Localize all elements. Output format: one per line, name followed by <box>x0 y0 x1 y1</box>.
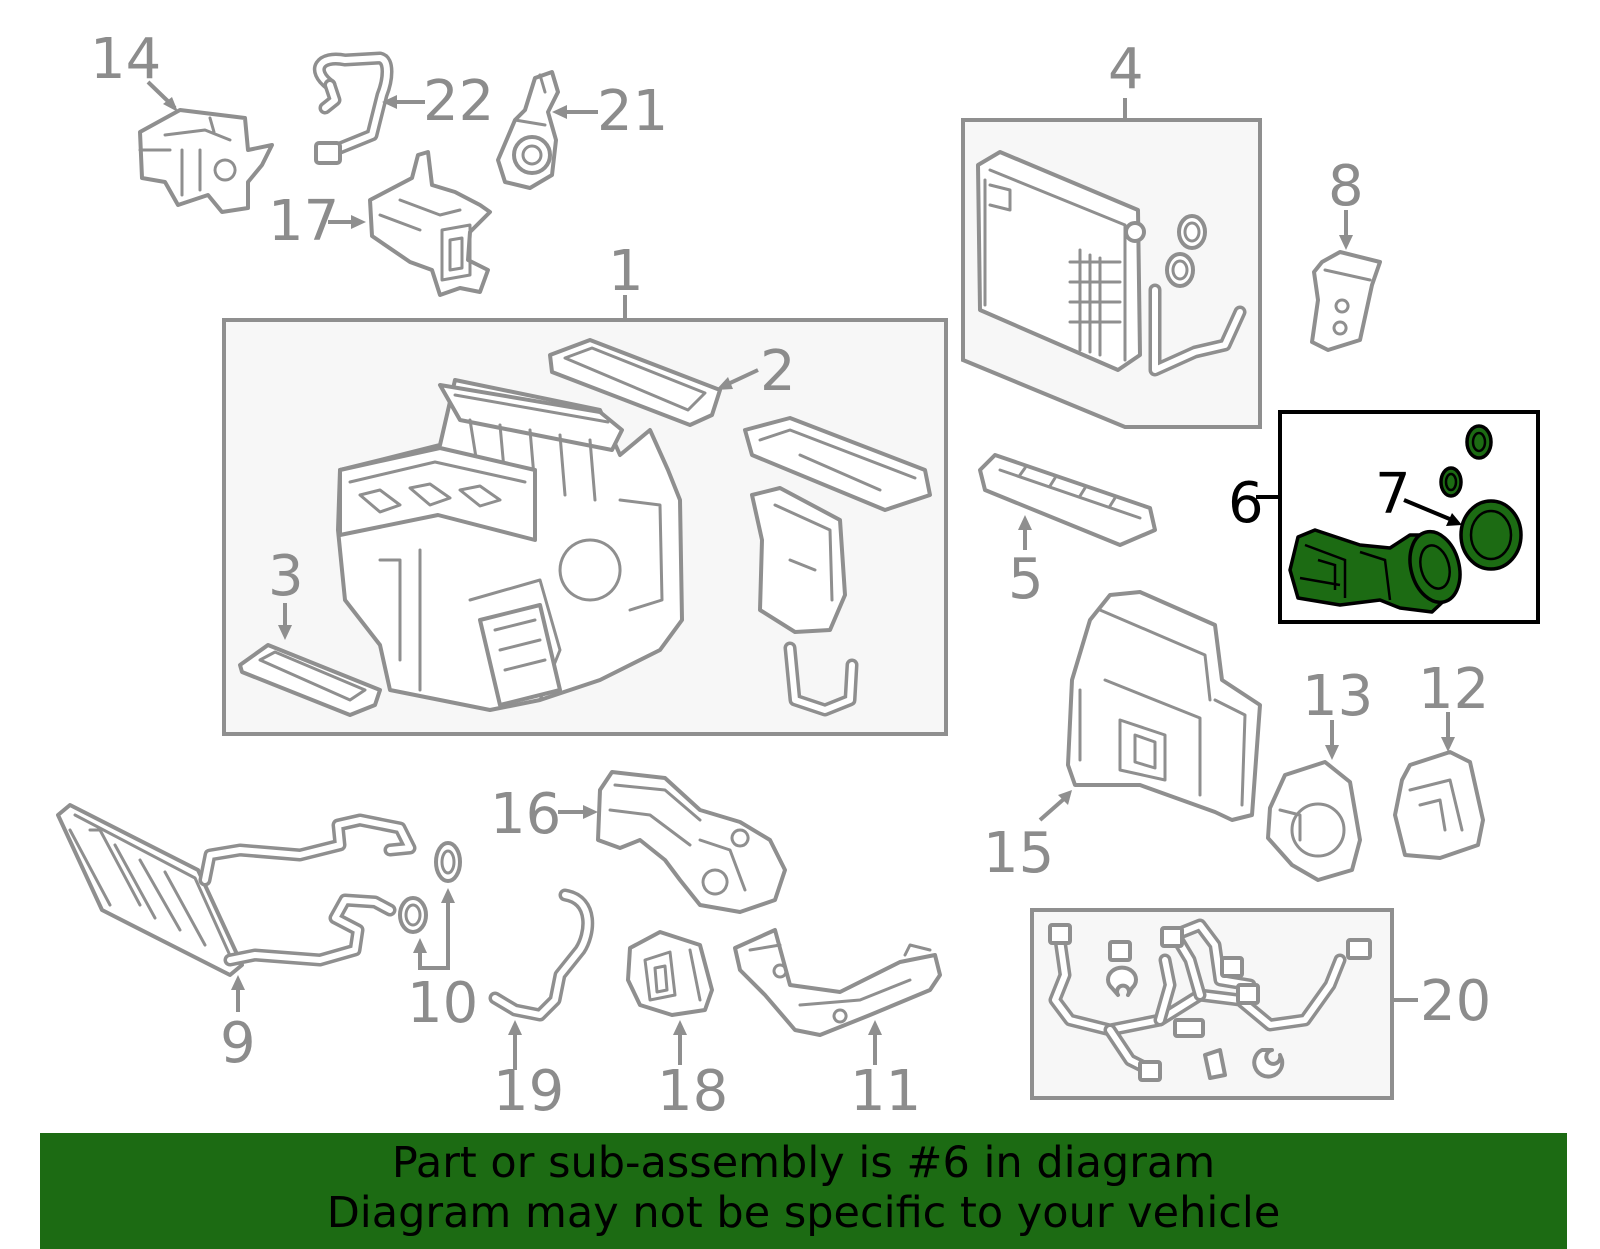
part-4-evaporator[interactable] <box>976 150 1146 372</box>
callout-6[interactable]: 6 <box>1228 471 1264 536</box>
callout-12[interactable]: 12 <box>1418 657 1489 722</box>
callout-15[interactable]: 15 <box>983 821 1054 886</box>
callout-21[interactable]: 21 <box>597 79 668 144</box>
part-1-hvac-case[interactable] <box>336 378 684 712</box>
callout-2[interactable]: 2 <box>760 339 796 404</box>
part-6-expansion-valve[interactable] <box>1288 526 1467 614</box>
part-5-cover[interactable] <box>978 453 1157 547</box>
part-8-sensor[interactable] <box>1310 250 1382 352</box>
callout-10[interactable]: 10 <box>407 971 478 1036</box>
part-2-filter-cover[interactable] <box>548 338 722 427</box>
callout-8[interactable]: 8 <box>1328 154 1364 219</box>
part-15-blower-case[interactable] <box>1066 590 1262 822</box>
callout-18[interactable]: 18 <box>657 1059 728 1124</box>
part-18-resistor[interactable] <box>626 930 714 1017</box>
part-4-o-rings[interactable] <box>1165 214 1207 288</box>
part-12-actuator[interactable] <box>1393 750 1485 860</box>
callout-17[interactable]: 17 <box>268 189 339 254</box>
part-1-case-cover[interactable] <box>743 416 932 512</box>
part-9-tube-lower[interactable] <box>223 893 397 967</box>
callout-3[interactable]: 3 <box>268 544 304 609</box>
part-14-module[interactable] <box>138 108 274 214</box>
part-7-o-rings[interactable] <box>1439 424 1523 571</box>
callout-13[interactable]: 13 <box>1302 664 1373 729</box>
part-1-duct[interactable] <box>750 486 847 634</box>
callout-20[interactable]: 20 <box>1420 969 1491 1034</box>
part-22-sensor-harness[interactable] <box>312 51 394 165</box>
part-16-duct[interactable] <box>596 770 787 914</box>
banner-line-2: Diagram may not be specific to your vehi… <box>326 1188 1281 1238</box>
part-10-o-rings[interactable] <box>398 841 462 934</box>
part-9-heater-core[interactable] <box>56 803 244 977</box>
part-20-wire-harness[interactable] <box>1048 918 1372 1082</box>
callout-14[interactable]: 14 <box>90 27 161 92</box>
banner-line-1: Part or sub-assembly is #6 in diagram <box>391 1138 1216 1188</box>
part-11-bracket[interactable] <box>733 928 942 1037</box>
callout-4[interactable]: 4 <box>1108 37 1144 102</box>
info-banner: Part or sub-assembly is #6 in diagram Di… <box>40 1133 1567 1249</box>
callout-22[interactable]: 22 <box>423 69 494 134</box>
callout-19[interactable]: 19 <box>493 1059 564 1124</box>
part-3-filter[interactable] <box>238 643 382 717</box>
callout-11[interactable]: 11 <box>850 1059 921 1124</box>
callout-9[interactable]: 9 <box>220 1011 256 1076</box>
callout-16[interactable]: 16 <box>490 782 561 847</box>
part-13-actuator[interactable] <box>1266 760 1362 882</box>
part-19-hose[interactable] <box>488 888 595 1022</box>
callout-5[interactable]: 5 <box>1008 547 1044 612</box>
callout-1[interactable]: 1 <box>608 239 644 304</box>
part-21-actuator[interactable] <box>496 70 560 190</box>
part-17-bracket[interactable] <box>368 150 492 297</box>
callout-7[interactable]: 7 <box>1375 462 1411 527</box>
